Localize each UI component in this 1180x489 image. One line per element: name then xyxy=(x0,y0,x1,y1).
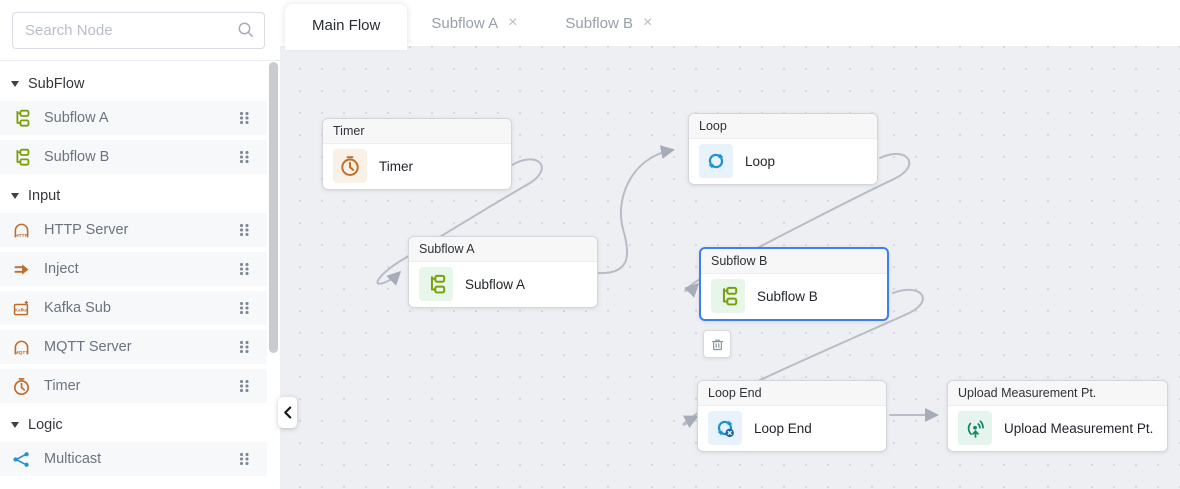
timer-icon xyxy=(12,377,31,396)
subflow-icon xyxy=(711,279,745,313)
drag-handle-icon[interactable] xyxy=(240,341,248,353)
node-body: Subflow A xyxy=(409,262,597,307)
section-header-subflow[interactable]: SubFlow xyxy=(0,67,280,101)
node-loop-end[interactable]: Loop End Loop End xyxy=(697,380,887,452)
subflow-icon xyxy=(12,148,31,167)
palette: SubFlow Subflow A xyxy=(0,61,280,476)
tab-label: Subflow B xyxy=(565,14,633,32)
node-header: Upload Measurement Pt. xyxy=(948,381,1168,406)
drag-handle-icon[interactable] xyxy=(240,380,248,392)
svg-text:MQTT: MQTT xyxy=(15,350,29,356)
kafka-icon: Kafka xyxy=(12,299,31,318)
search-icon xyxy=(238,22,254,38)
palette-item-label: HTTP Server xyxy=(44,222,129,238)
node-header: Subflow A xyxy=(409,237,597,262)
main-area: Main Flow Subflow A × Subflow B × xyxy=(280,0,1180,489)
palette-item-http-server[interactable]: HTTP HTTP Server xyxy=(0,213,267,247)
node-label: Loop xyxy=(745,153,776,169)
tab-main-flow[interactable]: Main Flow xyxy=(285,4,408,50)
sidebar-scrollbar[interactable] xyxy=(269,62,278,353)
node-header: Subflow B xyxy=(701,249,887,274)
node-body: Upload Measurement Pt. xyxy=(948,406,1167,451)
trash-icon xyxy=(711,339,723,350)
palette-item-timer[interactable]: Timer xyxy=(0,369,267,403)
palette-item-label: Timer xyxy=(44,378,81,394)
svg-text:Kafka: Kafka xyxy=(15,307,28,312)
caret-down-icon xyxy=(11,193,19,199)
palette-item-label: Subflow A xyxy=(44,110,109,126)
caret-down-icon xyxy=(11,81,19,87)
palette-item-subflow-b[interactable]: Subflow B xyxy=(0,140,267,174)
node-subflow-a[interactable]: Subflow A Subflow A xyxy=(408,236,598,308)
node-label: Loop End xyxy=(754,420,812,436)
section-header-input[interactable]: Input xyxy=(0,179,280,213)
tab-bar: Main Flow Subflow A × Subflow B × xyxy=(280,0,1180,50)
palette-item-kafka-sub[interactable]: Kafka Kafka Sub xyxy=(0,291,267,325)
delete-node-button[interactable] xyxy=(703,330,731,358)
drag-handle-icon[interactable] xyxy=(240,263,248,275)
upload-measurement-icon xyxy=(958,411,992,445)
subflow-icon xyxy=(12,109,31,128)
tab-label: Main Flow xyxy=(312,16,381,34)
http-server-icon: HTTP xyxy=(12,221,31,240)
palette-item-inject[interactable]: Inject xyxy=(0,252,267,286)
tab-subflow-b[interactable]: Subflow B × xyxy=(541,15,676,32)
palette-item-multicast[interactable]: Multicast xyxy=(0,442,267,476)
node-header: Loop End xyxy=(698,381,886,406)
node-label: Timer xyxy=(379,158,413,174)
node-header: Loop xyxy=(689,114,877,139)
chevron-left-icon xyxy=(284,406,292,419)
section-header-logic[interactable]: Logic xyxy=(0,408,280,442)
timer-icon xyxy=(333,149,367,183)
node-label: Subflow A xyxy=(465,276,526,292)
mqtt-server-icon: MQTT xyxy=(12,338,31,357)
wire-subflow-a-to-loop xyxy=(596,145,675,275)
palette-item-label: MQTT Server xyxy=(44,339,132,355)
section-label: Logic xyxy=(28,417,63,433)
caret-down-icon xyxy=(11,422,19,428)
search-box xyxy=(12,12,265,49)
node-upload-measurement-pt[interactable]: Upload Measurement Pt. Upload Measuremen… xyxy=(947,380,1169,452)
close-icon[interactable]: × xyxy=(642,14,653,31)
node-loop[interactable]: Loop Loop xyxy=(688,113,878,185)
sidebar-collapse-button[interactable] xyxy=(278,397,297,428)
drag-handle-icon[interactable] xyxy=(240,112,248,124)
node-subflow-b[interactable]: Subflow B Subflow B xyxy=(699,247,889,321)
multicast-icon xyxy=(12,450,31,469)
palette-item-label: Subflow B xyxy=(44,149,110,165)
tab-label: Subflow A xyxy=(431,14,499,32)
node-body: Timer xyxy=(323,144,511,189)
loop-icon xyxy=(699,144,733,178)
node-palette-sidebar: SubFlow Subflow A xyxy=(0,0,280,489)
palette-item-mqtt-server[interactable]: MQTT MQTT Server xyxy=(0,330,267,364)
section-label: SubFlow xyxy=(28,76,85,92)
palette-item-subflow-a[interactable]: Subflow A xyxy=(0,101,267,135)
palette-item-label: Inject xyxy=(44,261,79,277)
node-header: Timer xyxy=(323,119,511,144)
loop-end-icon xyxy=(708,411,742,445)
palette-item-label: Kafka Sub xyxy=(44,300,111,316)
tab-subflow-a[interactable]: Subflow A × xyxy=(407,15,541,32)
node-label: Subflow B xyxy=(757,288,818,304)
node-timer[interactable]: Timer Timer xyxy=(322,118,512,190)
svg-text:HTTP: HTTP xyxy=(15,233,28,239)
subflow-icon xyxy=(419,267,453,301)
drag-handle-icon[interactable] xyxy=(240,453,248,465)
section-label: Input xyxy=(28,188,61,204)
drag-handle-icon[interactable] xyxy=(240,224,248,236)
search-input[interactable] xyxy=(12,12,265,49)
node-body: Subflow B xyxy=(701,274,887,319)
drag-handle-icon[interactable] xyxy=(240,302,248,314)
close-icon[interactable]: × xyxy=(508,14,518,31)
drag-handle-icon[interactable] xyxy=(240,151,248,163)
node-body: Loop xyxy=(689,139,877,184)
palette-item-label: Multicast xyxy=(44,451,102,467)
node-label: Upload Measurement Pt. xyxy=(1004,420,1154,436)
flow-canvas[interactable]: Timer Timer Loop xyxy=(280,46,1180,489)
node-body: Loop End xyxy=(698,406,886,451)
sidebar-divider xyxy=(0,60,280,61)
inject-icon xyxy=(12,260,31,279)
